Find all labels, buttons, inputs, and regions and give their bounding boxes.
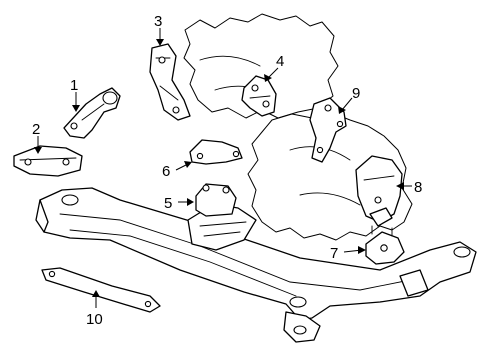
callout-7: 7 (330, 245, 338, 262)
part-5-mount (187, 183, 257, 251)
callout-labels: 1 2 3 4 5 6 7 8 9 10 (32, 13, 422, 328)
part-7-mount (365, 225, 405, 265)
callout-4: 4 (276, 53, 284, 70)
callout-1: 1 (70, 77, 78, 94)
callout-8: 8 (414, 179, 422, 196)
callout-6: 6 (162, 163, 170, 180)
callout-2: 2 (32, 121, 40, 138)
part-8-bracket (355, 155, 403, 227)
part-9-bracket (309, 97, 347, 163)
part-4-bracket (241, 75, 277, 117)
part-1-mount (63, 87, 121, 139)
leader-lines (34, 28, 412, 308)
callout-3: 3 (154, 13, 162, 30)
callout-5: 5 (164, 195, 172, 212)
callout-10: 10 (86, 311, 103, 328)
callout-9: 9 (352, 85, 360, 102)
crossmember-frame (35, 187, 477, 343)
part-6-bracket (189, 139, 243, 165)
part-10-strap (41, 267, 161, 313)
part-2-mount (13, 145, 83, 177)
part-3-bracket (149, 43, 191, 121)
